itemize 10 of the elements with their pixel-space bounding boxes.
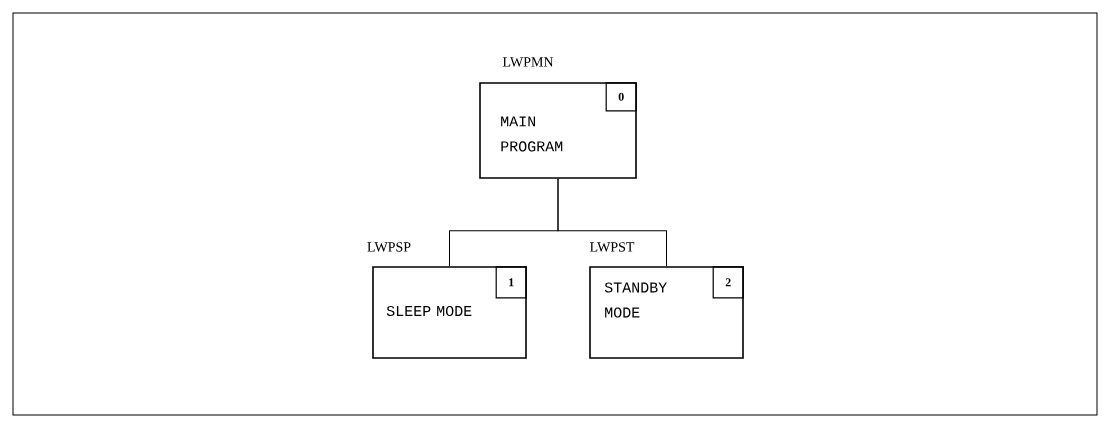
box-label: SLEEP MODE [386, 305, 472, 317]
connector-line [557, 178, 667, 267]
number-box: 0 [605, 82, 637, 112]
number-box: 2 [712, 266, 744, 299]
box-label: MAIN PROGRAM [501, 116, 563, 152]
module-name: LWPSP [367, 242, 411, 252]
module-name: LWPMN [502, 57, 554, 67]
module-name: LWPST [590, 242, 635, 252]
box-label: STANDBY MODE [604, 282, 667, 318]
number-box: 1 [495, 266, 527, 299]
